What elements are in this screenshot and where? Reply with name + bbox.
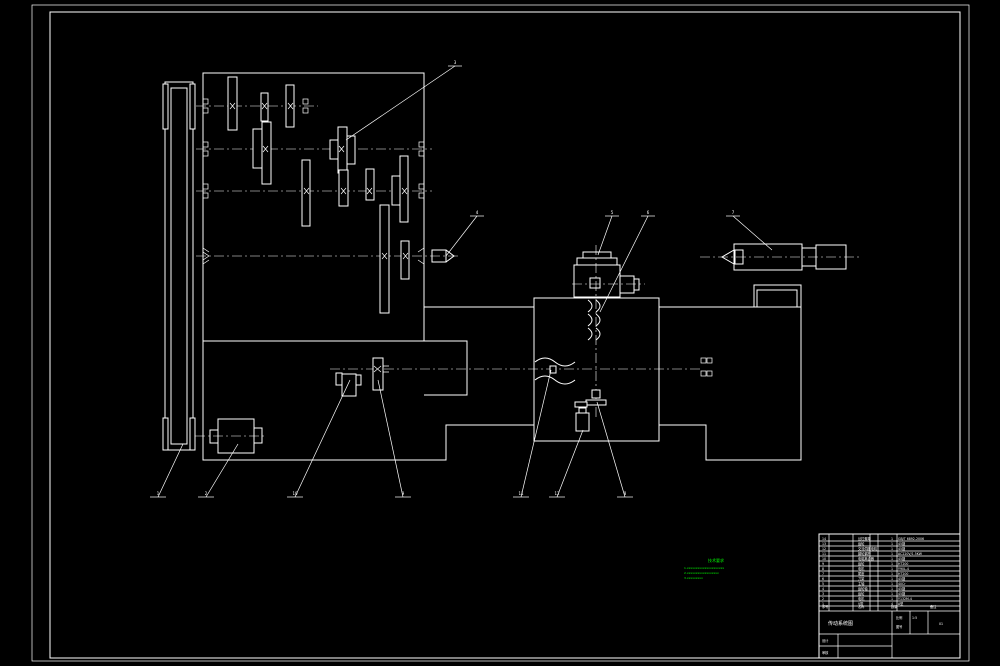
carriage	[533, 245, 802, 461]
tb-header-note: 备注	[930, 604, 937, 609]
tb-cell: 45钢	[898, 576, 905, 581]
tb-cell: 1	[891, 552, 893, 556]
tb-cell: 尾座	[858, 571, 865, 576]
tb-cell: 1	[822, 602, 824, 606]
tb-cell: 45钢	[898, 591, 905, 596]
callout-3: 3	[454, 60, 457, 65]
tb-drawing-name: 传动系统图	[828, 620, 853, 627]
callout-2: 2	[205, 491, 208, 496]
tb-cell: 7	[822, 572, 824, 576]
tb-cell: HT200	[898, 562, 908, 566]
tb-cell: 4	[891, 602, 893, 606]
tb-cell: 丝杠螺母	[858, 536, 871, 541]
note-line-2: 2.xxxxxxxxxxxxxxxxxx	[684, 571, 719, 575]
inner-border	[49, 11, 961, 659]
leaders	[150, 65, 773, 498]
tb-checker-label: 审核	[822, 650, 829, 655]
tb-cell: 11	[822, 552, 826, 556]
tb-cell: 14	[822, 537, 826, 541]
tb-cell: 1	[891, 542, 893, 546]
callout-12: 12	[554, 491, 560, 496]
tb-cell: 1	[891, 557, 893, 561]
outer-border	[31, 4, 970, 662]
tb-cell: 13	[822, 542, 826, 546]
v-belt	[162, 81, 196, 451]
tb-cell: 齿轮	[858, 591, 865, 596]
headstock-gearbox	[196, 72, 534, 341]
tb-cell: 5	[822, 582, 824, 586]
callout-9: 9	[402, 491, 405, 496]
feed-box	[195, 340, 700, 461]
tb-cell: 刀架	[858, 576, 865, 581]
callout-10: 10	[292, 491, 298, 496]
tb-cell: 4	[822, 587, 824, 591]
tb-cell: 3	[822, 592, 824, 596]
tb-cell: 主轴	[858, 581, 864, 586]
tb-cell: 1	[891, 577, 893, 581]
tb-cell: 45钢	[898, 586, 905, 591]
tb-cell: 40Cr	[898, 582, 906, 586]
tb-cell: 45钢	[898, 556, 905, 561]
tb-cell: 6	[822, 577, 824, 581]
tb-cell: 45钢	[898, 546, 905, 551]
tb-cell: Y132M-4	[898, 597, 912, 601]
tb-cell: 齿轮轴	[858, 586, 868, 591]
technical-requirements: 技术要求 1.xxxxxxxxxxxxxxxxxxxxx 2.xxxxxxxxx…	[684, 557, 724, 580]
callout-8: 8	[624, 491, 627, 496]
tb-cell: 电机	[858, 566, 865, 571]
tb-cell: HT200	[898, 572, 908, 576]
tb-cell: Y90L-4	[898, 567, 909, 571]
tb-cell: 8	[822, 567, 824, 571]
tb-cell: 蜗轮蜗杆	[858, 551, 872, 556]
tb-cell: GB/T 6892-2006	[898, 537, 924, 541]
tb-cell: 1	[891, 567, 893, 571]
tb-cell: 齿轮	[858, 541, 865, 546]
tb-cell: 1	[891, 572, 893, 576]
tb-sheet-value: 01	[939, 622, 943, 626]
callout-6: 6	[647, 210, 650, 215]
tb-cell: 1	[891, 582, 893, 586]
callout-5: 5	[611, 210, 614, 215]
tb-cell: 齿轮	[858, 561, 865, 566]
callout-11: 11	[518, 491, 524, 496]
tb-cell: 1	[891, 592, 893, 596]
tb-cell: 1	[891, 562, 893, 566]
note-line-1: 1.xxxxxxxxxxxxxxxxxxxxx	[684, 566, 724, 570]
tb-cell: 1	[891, 587, 893, 591]
tb-cell: 电磁离合器	[858, 556, 875, 561]
tb-scale-label: 比例	[896, 615, 902, 620]
tb-cell: 电机	[858, 596, 865, 601]
callout-4: 4	[476, 210, 479, 215]
tb-cell: 9	[822, 562, 824, 566]
callout-7: 7	[732, 210, 735, 215]
tb-designer-label: 设计	[822, 638, 829, 643]
tb-cell: 1	[891, 547, 893, 551]
tb-cell: 45钢	[898, 541, 905, 546]
tb-cell: AC220V/1.5KW	[898, 552, 923, 556]
note-line-3: 3.xxxxxxxxx	[684, 576, 703, 580]
tb-header-name: 名称	[858, 604, 865, 609]
tb-sheet-label: 图号	[896, 624, 902, 629]
tb-header-qty: 数量	[891, 604, 898, 609]
callout-labels: 1 2 3 4 5 6 7 8 9 10 11 12	[157, 60, 735, 496]
tb-cell: 1	[891, 537, 893, 541]
tb-cell: 12	[822, 547, 826, 551]
tb-cell: 1	[891, 597, 893, 601]
tailstock	[700, 243, 860, 308]
tb-cell: A型	[898, 601, 904, 606]
tb-header-no: 序号	[822, 604, 828, 609]
tb-cell: 交流伺服电机	[858, 546, 878, 551]
tb-cell: 2	[822, 597, 824, 601]
tb-cell: 10	[822, 557, 826, 561]
callout-1: 1	[157, 491, 160, 496]
note-title: 技术要求	[708, 557, 724, 563]
tb-cell: V带	[858, 601, 864, 606]
tb-scale-value: 1:5	[912, 616, 917, 620]
